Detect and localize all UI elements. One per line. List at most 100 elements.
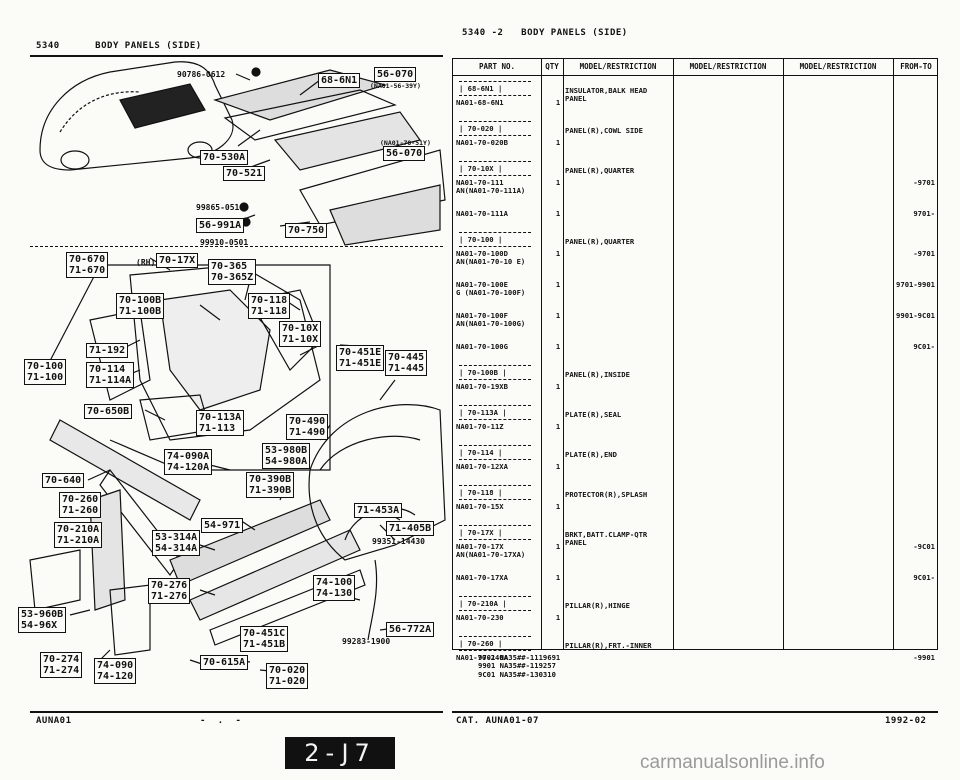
part-box-rule (459, 232, 531, 233)
footer-left-code: AUNA01 (36, 716, 72, 726)
from-to-value: -9C01 (913, 542, 935, 551)
col-divider (541, 59, 542, 649)
part-number-label: (NA01-56-39Y) (370, 82, 421, 90)
part-qty: 1 (555, 502, 561, 511)
part-qty: 1 (555, 138, 561, 147)
part-description: PANEL(R),QUARTER (565, 237, 635, 246)
part-callout: 71-405B (386, 521, 435, 536)
part-box-rule (459, 539, 531, 540)
part-box-label: | 70-100 | (459, 235, 503, 244)
part-callout: 70-274 71-274 (40, 652, 83, 678)
part-box-rule (459, 405, 531, 406)
part-description: BRKT,BATT.CLAMP-QTR PANEL (565, 530, 648, 548)
serial-notes: 9701 NA35##-111969 9901 NA35##-119257 9C… (478, 653, 556, 679)
part-box-rule (459, 485, 531, 486)
part-box-rule (459, 650, 531, 651)
part-callout: 70-020 71-020 (266, 663, 309, 689)
part-number: NA01-70-17X AN(NA01-70-17XA) (456, 542, 526, 560)
part-description: PLATE(R),SEAL (565, 410, 622, 419)
part-qty: 1 (555, 542, 561, 551)
part-callout: 70-118 71-118 (248, 293, 291, 319)
part-box-rule (459, 135, 531, 136)
part-box-label: | 70-210A | (459, 599, 507, 608)
col-header-from-to: FROM-TO (900, 62, 932, 71)
part-qty: 1 (555, 249, 561, 258)
from-to-value: 9901-9C01 (896, 311, 935, 320)
part-number: NA01-70-240A (456, 653, 508, 662)
col-divider (563, 59, 564, 649)
part-callout: 70-640 (42, 473, 85, 488)
part-qty: 1 (555, 462, 561, 471)
part-description: INSULATOR,BALK HEAD PANEL (565, 86, 648, 104)
part-callout: 54-971 (201, 518, 244, 533)
from-to-value: 9701- (913, 209, 935, 218)
part-callout: 70-750 (285, 223, 328, 238)
part-box-rule (459, 499, 531, 500)
part-description: PROTECTOR(R),SPLASH (565, 490, 648, 499)
part-callout: 70-451C 71-451B (240, 626, 289, 652)
from-to-value: -9701 (913, 249, 935, 258)
part-number: NA01-70-100F AN(NA01-70-100G) (456, 311, 526, 329)
watermark: carmanualsonline.info (640, 752, 825, 773)
from-to-value: -9701 (913, 178, 935, 187)
from-to-value: 9C01- (913, 573, 935, 582)
col-divider (783, 59, 784, 649)
part-qty: 1 (555, 382, 561, 391)
part-number-label: 99283-1900 (342, 637, 391, 646)
part-callout: 70-114 71-114A (86, 362, 135, 388)
part-number-label: 99351-14430 (372, 537, 425, 546)
part-box-label: | 70-118 | (459, 488, 503, 497)
part-callout: 70-650B (84, 404, 133, 419)
part-callout: 53-314A 54-314A (152, 530, 201, 556)
part-box-rule (459, 636, 531, 637)
part-number: NA01-70-100D AN(NA01-70-10 E) (456, 249, 526, 267)
part-qty: 1 (555, 311, 561, 320)
part-number: NA01-70-100G (456, 342, 508, 351)
part-box-label: | 70-260 | (459, 639, 503, 648)
part-number-label: (NA01-70-51Y) (380, 139, 431, 147)
part-number: NA01-68-6N1 (456, 98, 504, 107)
part-callout: 70-260 71-260 (59, 492, 102, 518)
footer-date: 1992-02 (885, 716, 927, 726)
part-box-rule (459, 525, 531, 526)
part-callout: 74-100 74-130 (313, 575, 356, 601)
part-callout: 53-980B 54-980A (262, 443, 311, 469)
footer-catalog: CAT. AUNA01-07 (456, 716, 539, 726)
part-callout: 70-17X (156, 253, 199, 268)
header-rule (453, 75, 937, 77)
part-qty: 1 (555, 98, 561, 107)
dashed-divider (30, 246, 443, 247)
part-callout: 70-113A 71-113 (196, 410, 245, 436)
col-header-part-no: PART NO. (478, 62, 516, 71)
car-outline-icon (39, 61, 234, 171)
part-callout: 56-991A (196, 218, 245, 233)
part-qty: 1 (555, 613, 561, 622)
part-box-rule (459, 246, 531, 247)
part-number: NA01-70-100E G (NA01-70-100F) (456, 280, 526, 298)
part-description: PANEL(R),COWL SIDE (565, 126, 643, 135)
part-box-rule (459, 419, 531, 420)
part-number: NA01-70-111A (456, 209, 508, 218)
part-box-label: | 70-17X | (459, 528, 503, 537)
part-qty: 1 (555, 653, 561, 662)
part-number-label: 99910-0501 (200, 238, 249, 247)
part-description: PANEL(R),QUARTER (565, 166, 635, 175)
part-number: NA01-70-230 (456, 613, 504, 622)
part-description: PLATE(R),END (565, 450, 617, 459)
right-page-title: 5340 -2 BODY PANELS (SIDE) (462, 28, 628, 38)
part-description: PILLAR(R),HINGE (565, 601, 630, 610)
part-number: NA01-70-19XB (456, 382, 508, 391)
part-number: NA01-70-020B (456, 138, 508, 147)
part-box-rule (459, 175, 531, 176)
part-callout: 53-960B 54-96X (18, 607, 67, 633)
col-header-model-2: MODEL/RESTRICTION (689, 62, 767, 71)
col-header-model-3: MODEL/RESTRICTION (799, 62, 877, 71)
part-number-label: 90786-0612 (177, 70, 226, 79)
part-number: NA01-70-111 AN(NA01-70-111A) (456, 178, 526, 196)
part-callout: 70-365 70-365Z (208, 259, 257, 285)
from-to-value: -9901 (913, 653, 935, 662)
col-divider (673, 59, 674, 649)
part-description: PANEL(R),INSIDE (565, 370, 630, 379)
part-callout: 70-390B 71-390B (246, 472, 295, 498)
part-callout: 70-521 (223, 166, 266, 181)
